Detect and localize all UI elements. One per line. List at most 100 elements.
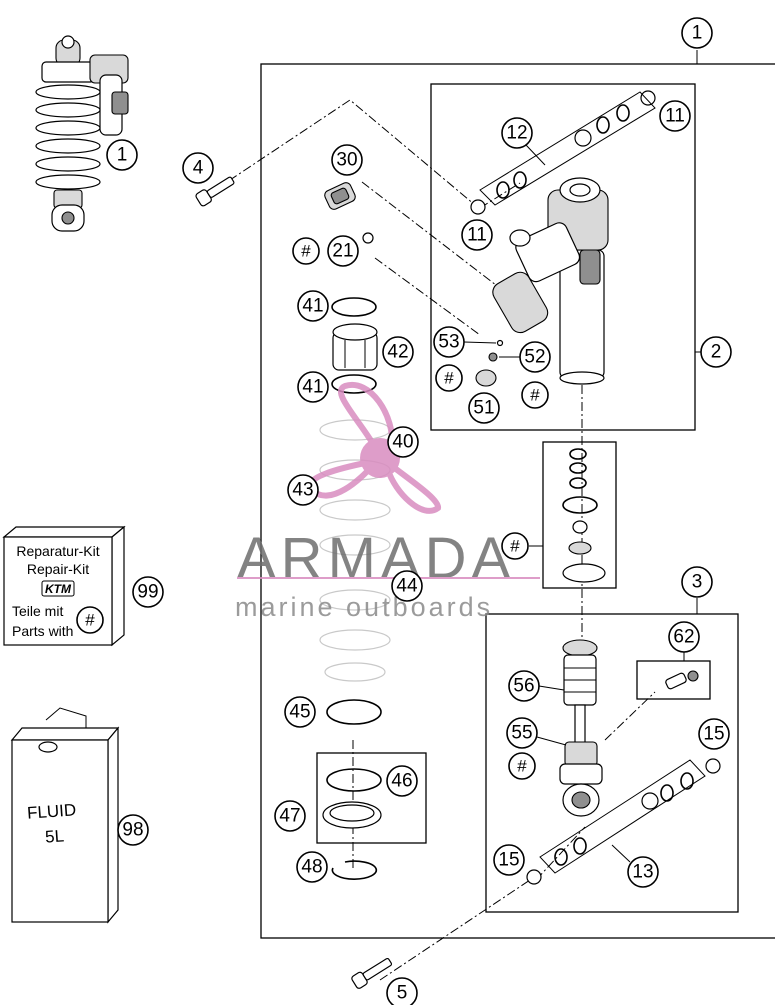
- assembly-frame-1: [260, 63, 775, 939]
- bushing-kit-frame: [316, 752, 427, 844]
- callout-15-left[interactable]: 15: [493, 844, 525, 876]
- callout-52[interactable]: 52: [519, 341, 551, 373]
- svg-text:1: 1: [692, 23, 703, 44]
- watermark-title: ARMADA: [237, 526, 515, 591]
- svg-text:44: 44: [396, 576, 418, 597]
- callout-4[interactable]: 4: [182, 152, 214, 184]
- callout-1-left[interactable]: 1: [106, 139, 138, 171]
- svg-text:30: 30: [336, 150, 357, 171]
- fluid-can-line1: FLUID: [26, 800, 76, 822]
- svg-text:#: #: [301, 242, 311, 261]
- repair-kit-line3: Teile mit: [12, 603, 63, 619]
- svg-text:53: 53: [438, 332, 459, 353]
- plug-21-axis: [374, 257, 481, 336]
- callout-51[interactable]: 51: [468, 392, 500, 424]
- piston-rod-3: [559, 639, 603, 817]
- svg-text:15: 15: [498, 850, 519, 871]
- callout-hash-55[interactable]: #: [508, 752, 536, 780]
- svg-text:3: 3: [692, 572, 703, 593]
- repair-kit-line2: Repair-Kit: [27, 561, 89, 577]
- svg-text:2: 2: [711, 342, 722, 363]
- callout-46[interactable]: 46: [386, 765, 418, 797]
- svg-text:48: 48: [301, 857, 322, 878]
- clip-48: [331, 860, 378, 880]
- callout-45[interactable]: 45: [284, 696, 316, 728]
- fluid-can[interactable]: FLUID 5L: [10, 707, 120, 924]
- svg-text:47: 47: [279, 806, 300, 827]
- armada-watermark: ARMADA marine outboards: [235, 381, 540, 622]
- svg-text:#: #: [517, 757, 527, 776]
- valve-62: [665, 670, 699, 690]
- callout-13[interactable]: 13: [627, 856, 659, 888]
- bolt-5: [351, 957, 393, 989]
- callout-56[interactable]: 56: [508, 670, 540, 702]
- valve-30-axis: [361, 181, 519, 303]
- spring-53: [496, 339, 504, 347]
- svg-text:45: 45: [289, 702, 310, 723]
- ktm-logo-text: KTM: [45, 582, 72, 596]
- svg-text:42: 42: [387, 342, 408, 363]
- callout-99[interactable]: 99: [132, 576, 164, 608]
- svg-text:1: 1: [117, 145, 128, 166]
- svg-text:43: 43: [292, 480, 313, 501]
- callout-41-top[interactable]: 41: [297, 290, 329, 322]
- seal-kit-frame: [542, 441, 617, 589]
- spring-ghost: [319, 419, 391, 682]
- upper-eye-axis: [479, 182, 521, 209]
- watermark-subtitle: marine outboards: [235, 592, 493, 622]
- svg-text:#: #: [444, 369, 454, 388]
- callout-11-mid[interactable]: 11: [461, 219, 493, 251]
- callout-41-bottom[interactable]: 41: [297, 371, 329, 403]
- ktm-logo: [41, 580, 75, 597]
- propeller-logo: [306, 381, 441, 514]
- svg-text:21: 21: [332, 241, 353, 262]
- svg-text:4: 4: [193, 158, 204, 179]
- callout-12[interactable]: 12: [501, 117, 533, 149]
- upper-eye-hardware: [470, 90, 656, 215]
- svg-text:40: 40: [392, 432, 413, 453]
- callout-40[interactable]: 40: [387, 426, 419, 458]
- callout-53[interactable]: 53: [433, 326, 465, 358]
- callout-47[interactable]: 47: [274, 800, 306, 832]
- svg-text:12: 12: [506, 123, 527, 144]
- callout-30[interactable]: 30: [331, 144, 363, 176]
- callout-55[interactable]: 55: [506, 717, 538, 749]
- callout-hash-right-51[interactable]: #: [521, 381, 549, 409]
- shock-body-2: [492, 177, 609, 385]
- callout-hash-mid[interactable]: #: [501, 532, 529, 560]
- callout-hash-21[interactable]: #: [292, 237, 320, 265]
- svg-text:5: 5: [397, 983, 408, 1004]
- valve-core-52: [488, 352, 498, 362]
- repair-kit-line1: Reparatur-Kit: [16, 543, 99, 559]
- callout-hash-left-51[interactable]: #: [435, 364, 463, 392]
- svg-text:#: #: [530, 386, 540, 405]
- callout-43[interactable]: 43: [287, 474, 319, 506]
- callout-62[interactable]: 62: [668, 621, 700, 653]
- adjuster-ring-42: [332, 323, 378, 371]
- callout-48[interactable]: 48: [296, 851, 328, 883]
- callout-2[interactable]: 2: [700, 336, 732, 368]
- assembly-frame-3: [485, 613, 739, 913]
- svg-text:56: 56: [513, 676, 534, 697]
- callout-98[interactable]: 98: [117, 814, 149, 846]
- svg-text:15: 15: [703, 724, 724, 745]
- callout-3[interactable]: 3: [681, 566, 713, 598]
- svg-text:13: 13: [632, 862, 653, 883]
- repair-kit-hash: #: [85, 611, 95, 630]
- callout-1-top[interactable]: 1: [681, 17, 713, 49]
- svg-text:51: 51: [473, 398, 494, 419]
- callout-44[interactable]: 44: [391, 570, 423, 602]
- repair-kit-box[interactable]: Reparatur-Kit Repair-Kit KTM Teile mit P…: [2, 525, 126, 647]
- bolt-5-axis: [379, 879, 531, 981]
- callout-5[interactable]: 5: [386, 977, 418, 1005]
- ring-45: [326, 699, 382, 725]
- shock-absorber-complete-illustration: [35, 35, 129, 232]
- lower-eye-hardware: [526, 758, 721, 885]
- callout-42[interactable]: 42: [382, 336, 414, 368]
- callout-21[interactable]: 21: [327, 235, 359, 267]
- callout-11-top[interactable]: 11: [659, 100, 691, 132]
- svg-text:98: 98: [122, 820, 143, 841]
- callout-15-right[interactable]: 15: [698, 718, 730, 750]
